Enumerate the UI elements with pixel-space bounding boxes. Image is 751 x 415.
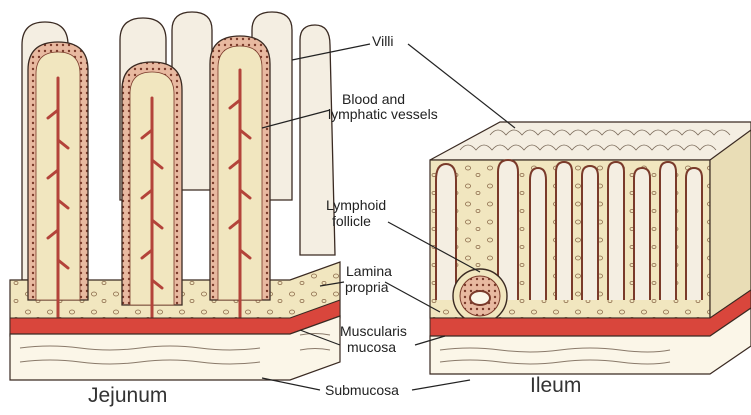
label-muscularis-line2: mucosa [347,340,396,355]
label-blood-line1: Blood and [342,92,405,107]
ileum-villi-surface [430,122,751,160]
label-muscularis-line1: Muscularis [340,324,407,339]
ileum-side-face [710,130,751,318]
label-lymphoid-line1: Lymphoid [326,198,386,213]
ileum-block [430,122,751,374]
lymphoid-follicle [453,269,507,323]
jejunum-block [10,12,340,380]
label-ileum: Ileum [530,374,581,398]
label-lamina-line2: propria [345,280,389,295]
label-villi: Villi [372,34,394,49]
label-lymphoid-line2: follicle [332,214,371,229]
label-jejunum: Jejunum [88,384,167,408]
label-blood-line2: lymphatic vessels [328,107,438,122]
label-lamina-line1: Lamina [346,264,392,279]
label-submucosa: Submucosa [325,383,399,398]
